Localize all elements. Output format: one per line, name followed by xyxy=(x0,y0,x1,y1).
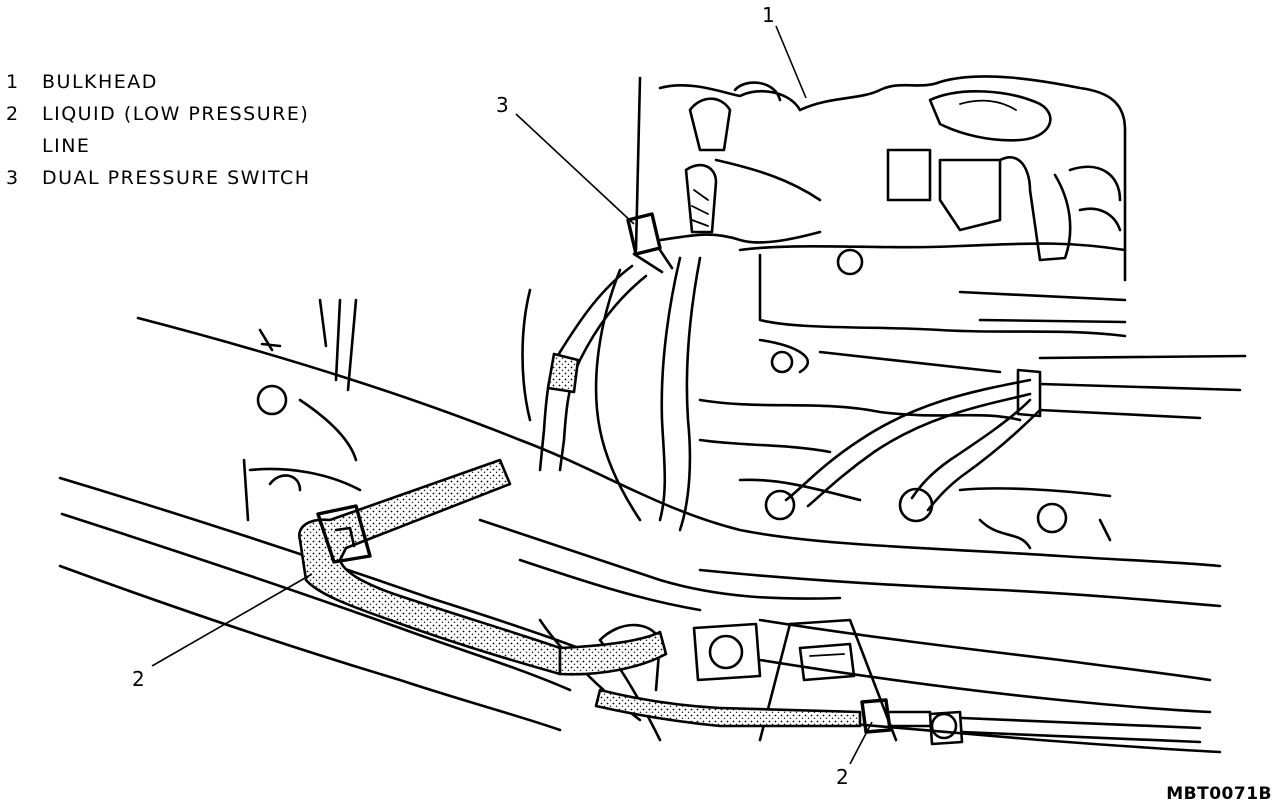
dual-pressure-switch xyxy=(626,158,822,274)
callout-bulkhead: 1 xyxy=(762,3,775,27)
legend-item-pressure-switch: 3 DUAL PRESSURE SWITCH xyxy=(0,162,360,194)
body-panels xyxy=(58,298,1222,754)
legend-item-bulkhead: 1 BULKHEAD xyxy=(0,66,360,98)
liquid-low-pressure-line xyxy=(298,458,1202,744)
callout-liquid-line-bottom: 2 xyxy=(836,765,849,789)
legend-number: 2 xyxy=(6,103,20,125)
figure-code: MBT0071B xyxy=(1166,784,1272,804)
legend-label: LINE xyxy=(42,135,91,157)
engine-tubes xyxy=(738,368,1112,550)
engine-block xyxy=(634,75,1247,454)
legend-number: 1 xyxy=(6,71,20,93)
legend-label: DUAL PRESSURE SWITCH xyxy=(42,167,311,189)
callout-pressure-switch: 3 xyxy=(496,93,509,117)
legend-label: BULKHEAD xyxy=(42,71,158,93)
leader-line-liquid-left xyxy=(151,573,313,667)
legend-number: 3 xyxy=(6,167,20,189)
legend-label: LIQUID (LOW PRESSURE) xyxy=(42,103,310,125)
legend-item-liquid-line: 2 LIQUID (LOW PRESSURE) xyxy=(0,98,360,130)
leader-line-liquid-bottom xyxy=(849,721,873,765)
refrigerant-line-vertical xyxy=(521,256,702,532)
legend: 1 BULKHEAD 2 LIQUID (LOW PRESSURE) LINE … xyxy=(0,66,360,194)
leader-line-switch xyxy=(515,113,635,225)
legend-item-liquid-line-cont: LINE xyxy=(0,130,360,162)
callout-liquid-line-left: 2 xyxy=(132,667,145,691)
leader-line-bulkhead xyxy=(775,25,807,99)
